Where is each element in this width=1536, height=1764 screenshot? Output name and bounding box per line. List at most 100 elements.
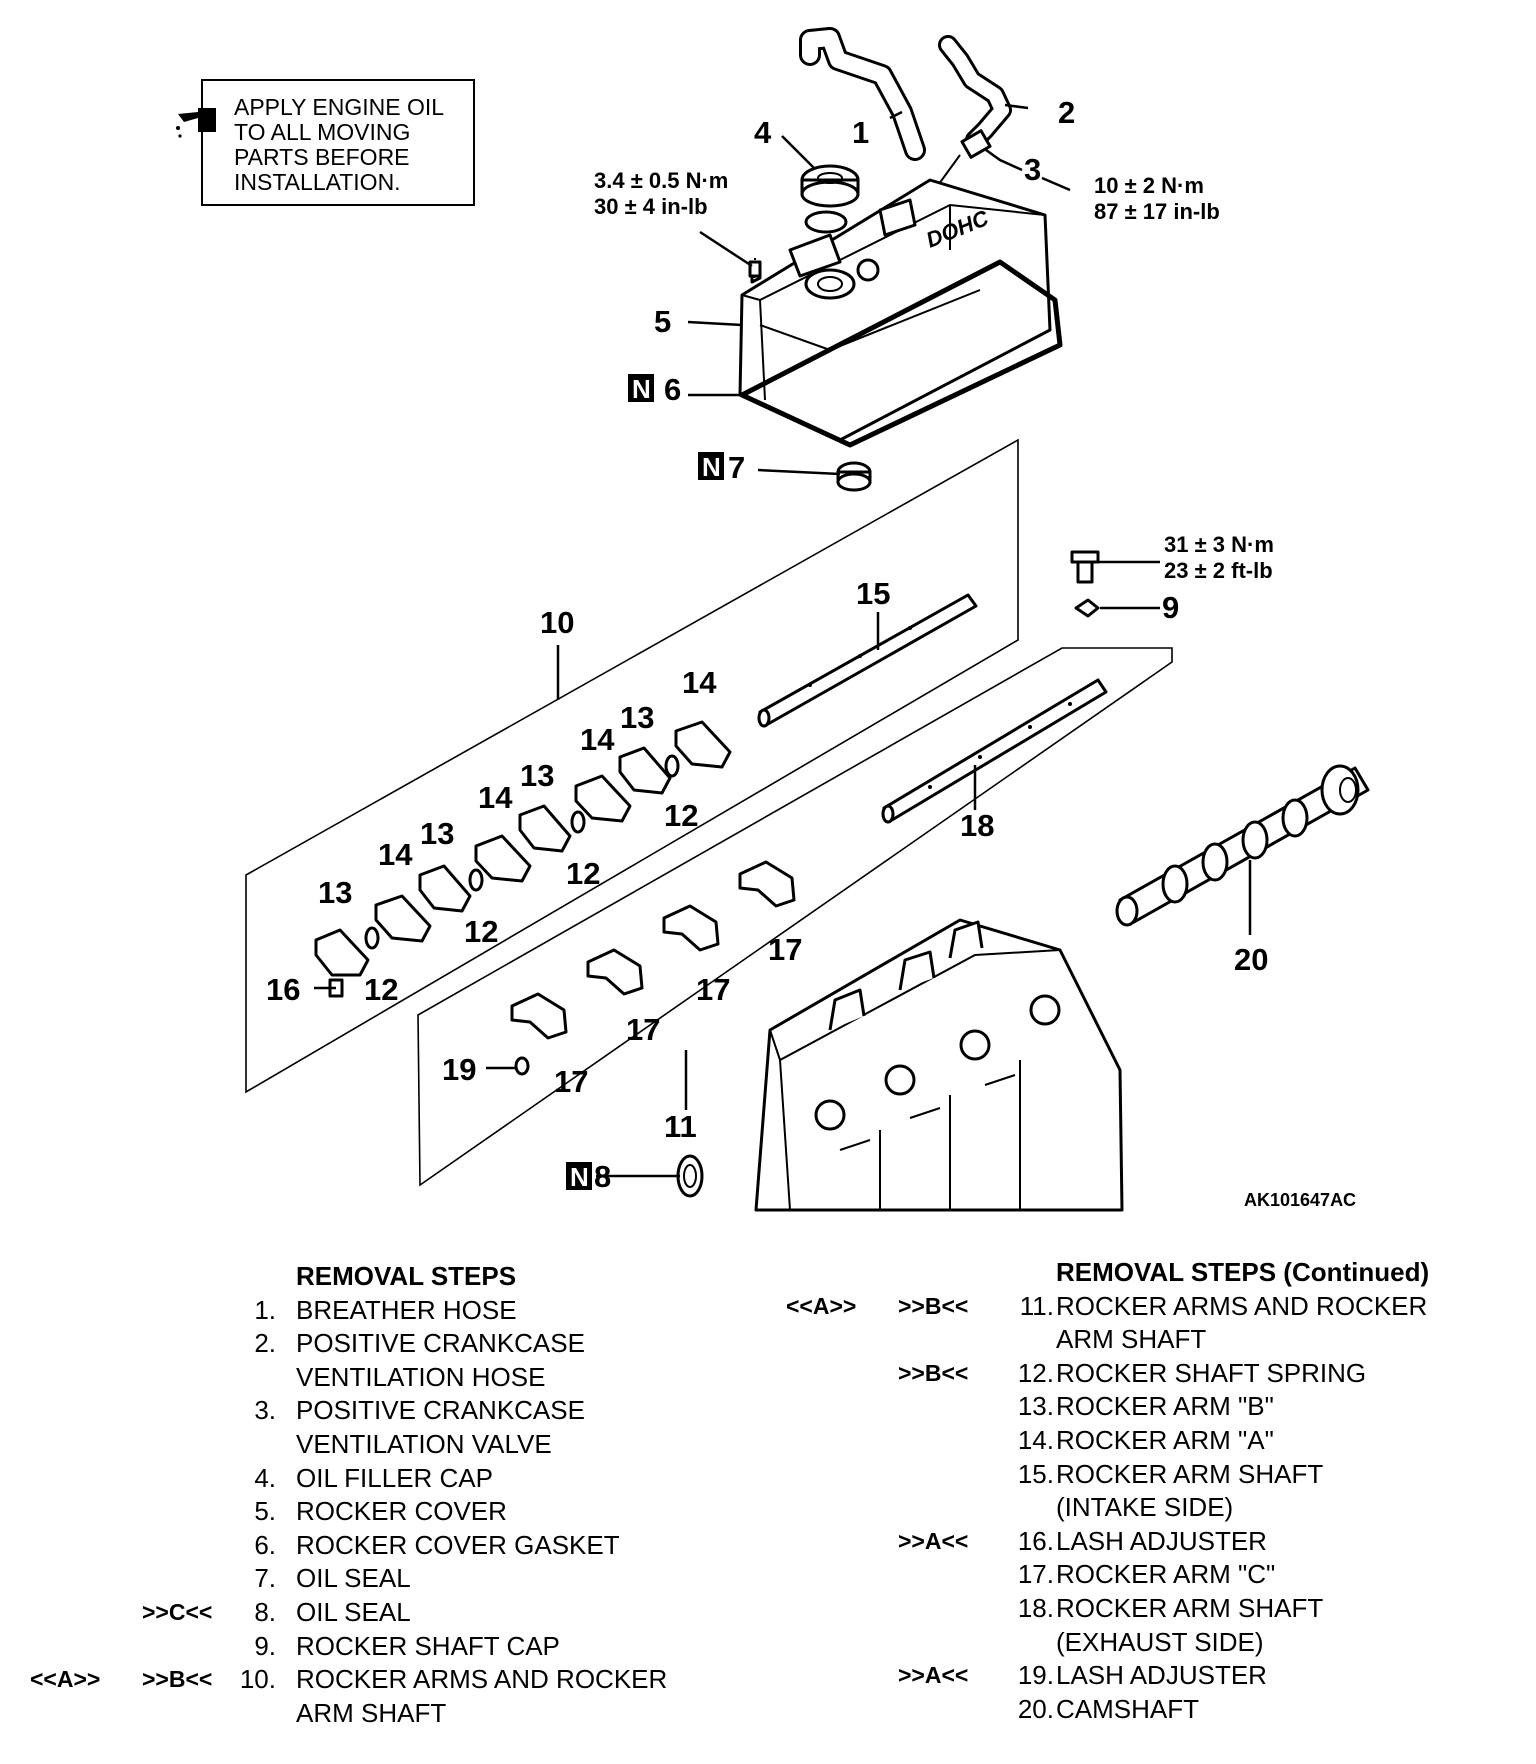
step-label: ROCKER COVER xyxy=(296,1496,507,1527)
step-number: 8. xyxy=(254,1596,276,1627)
new-part-symbols: N N N xyxy=(566,374,724,1192)
step-label: ROCKER ARM SHAFT xyxy=(1056,1458,1324,1489)
oil-seal-8-drawing xyxy=(676,1154,704,1198)
callout-5: 5 xyxy=(654,304,671,339)
step-label: LASH ADJUSTER xyxy=(1056,1660,1267,1691)
camshaft-drawing xyxy=(1115,764,1370,927)
callout-18: 18 xyxy=(960,808,994,843)
exhaust-assembly-frame xyxy=(417,647,1173,1187)
step-label: ROCKER ARMS AND ROCKER xyxy=(1056,1290,1428,1321)
removal-step: 20.CAMSHAFT xyxy=(786,1693,1526,1727)
callout-9: 9 xyxy=(1162,590,1179,625)
callout-12a: 12 xyxy=(364,972,398,1007)
callout-numbers: 1 2 3 4 5 6 7 8 9 10 11 12 12 12 12 13 1… xyxy=(266,95,1268,1194)
callout-17a: 17 xyxy=(554,1064,588,1099)
callout-14d: 14 xyxy=(682,665,717,700)
oil-filler-cap-drawing xyxy=(800,164,860,234)
step-label: ROCKER ARM "C" xyxy=(1056,1559,1276,1590)
step-label: (EXHAUST SIDE) xyxy=(1056,1626,1264,1657)
callout-4: 4 xyxy=(754,115,772,150)
callout-20: 20 xyxy=(1234,942,1268,977)
rocker-shaft-cap-drawing xyxy=(1070,550,1100,618)
callout-19: 19 xyxy=(442,1052,476,1087)
torque-pcv-inlb: 87 ± 17 in-lb xyxy=(1094,199,1220,224)
step-label: ARM SHAFT xyxy=(1056,1324,1207,1355)
step-number: 11. xyxy=(1019,1290,1054,1321)
removal-step: 5. ROCKER COVER xyxy=(30,1495,750,1529)
torque-filler-inlb: 30 ± 4 in-lb xyxy=(594,194,708,219)
service-mark-installation: >>A<< xyxy=(898,1662,969,1689)
removal-step: 14.ROCKER ARM "A" xyxy=(786,1424,1526,1458)
step-label: POSITIVE CRANKCASE xyxy=(296,1395,585,1426)
callout-16: 16 xyxy=(266,972,300,1007)
removal-step: 9. ROCKER SHAFT CAP xyxy=(30,1630,750,1664)
callout-14a: 14 xyxy=(378,837,413,872)
rocker-cover-drawing: DOHC xyxy=(738,178,1052,442)
callout-12d: 12 xyxy=(664,798,698,833)
svg-text:N: N xyxy=(570,1162,589,1192)
step-number: 14. xyxy=(1017,1424,1054,1455)
removal-step: 15.ROCKER ARM SHAFT(INTAKE SIDE) xyxy=(786,1458,1526,1525)
callout-13b: 13 xyxy=(420,816,454,851)
step-label: (INTAKE SIDE) xyxy=(1056,1492,1234,1523)
service-mark-installation: >>A<< xyxy=(898,1527,969,1554)
svg-text:N: N xyxy=(632,374,651,404)
step-label: OIL SEAL xyxy=(296,1596,411,1627)
leader-lines xyxy=(314,103,1252,1178)
intake-assembly-frame xyxy=(245,438,1019,1094)
step-number: 15. xyxy=(1017,1458,1054,1489)
step-number: 2. xyxy=(254,1328,276,1359)
service-mark-removal: <<A>> xyxy=(786,1292,857,1319)
callout-10: 10 xyxy=(540,605,574,640)
step-number: 16. xyxy=(1017,1525,1054,1556)
step-number: 6. xyxy=(254,1529,276,1560)
removal-step: >>A<<16.LASH ADJUSTER xyxy=(786,1525,1526,1559)
svg-text:N: N xyxy=(702,452,721,482)
step-label: CAMSHAFT xyxy=(1056,1693,1199,1724)
callout-6: 6 xyxy=(664,372,681,407)
callout-8: 8 xyxy=(594,1159,611,1194)
rocker-arms-intake-drawing xyxy=(314,720,732,998)
oil-seal-7-drawing xyxy=(836,461,872,492)
step-number: 5. xyxy=(254,1496,276,1527)
cover-bolt-drawing xyxy=(748,258,762,278)
step-number: 13. xyxy=(1017,1391,1054,1422)
step-number: 18. xyxy=(1017,1592,1054,1623)
step-label: OIL SEAL xyxy=(296,1563,411,1594)
callout-14b: 14 xyxy=(478,780,513,815)
step-number: 9. xyxy=(254,1630,276,1661)
service-mark-installation: >>B<< xyxy=(142,1666,213,1693)
step-label: ROCKER SHAFT CAP xyxy=(296,1630,560,1661)
step-number: 20. xyxy=(1017,1693,1054,1724)
callout-17c: 17 xyxy=(696,972,730,1007)
note-line-4: INSTALLATION. xyxy=(234,169,401,195)
step-number: 4. xyxy=(254,1462,276,1493)
step-label: ROCKER ARM SHAFT xyxy=(1056,1592,1324,1623)
callout-14c: 14 xyxy=(580,722,615,757)
torque-cap-ftlb: 23 ± 2 ft-lb xyxy=(1164,558,1273,583)
step-number: 12. xyxy=(1017,1357,1054,1388)
new-part-symbol-6: N xyxy=(628,374,654,404)
step-label: ROCKER SHAFT SPRING xyxy=(1056,1357,1367,1388)
service-mark-installation: >>B<< xyxy=(898,1359,969,1386)
removal-step: 1.BREATHER HOSE xyxy=(30,1294,750,1328)
step-label: VENTILATION VALVE xyxy=(296,1428,552,1459)
note-line-3: PARTS BEFORE xyxy=(234,144,410,170)
rocker-arms-exhaust-drawing xyxy=(510,860,796,1076)
callout-1: 1 xyxy=(852,115,869,150)
step-label: ROCKER ARM "B" xyxy=(1056,1391,1274,1422)
note-line-1: APPLY ENGINE OIL xyxy=(234,94,444,120)
callout-13c: 13 xyxy=(520,758,554,793)
removal-steps-title: REMOVAL STEPS xyxy=(296,1261,517,1291)
rocker-cover-gasket-drawing xyxy=(739,259,1063,448)
new-part-symbol-7: N xyxy=(698,452,724,482)
callout-12c: 12 xyxy=(566,856,600,891)
callout-13d: 13 xyxy=(620,700,654,735)
step-number: 17. xyxy=(1017,1559,1054,1590)
pcv-hose-drawing xyxy=(938,35,1012,150)
callout-17b: 17 xyxy=(626,1012,660,1047)
removal-step: 7.OIL SEAL xyxy=(30,1562,750,1596)
removal-step: 6.ROCKER COVER GASKET xyxy=(30,1529,750,1563)
